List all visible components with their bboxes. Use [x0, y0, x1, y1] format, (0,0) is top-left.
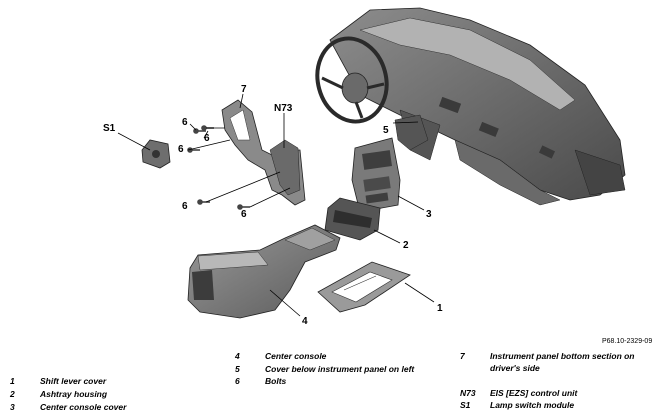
bolt [237, 204, 250, 210]
part-3-center-console-cover [351, 137, 401, 213]
steering-wheel [315, 36, 389, 124]
callouts: S1 7 N73 6 6 6 6 6 5 3 2 4 1 [103, 84, 443, 327]
callout-s1: S1 [103, 123, 116, 134]
callout-2: 2 [403, 240, 409, 251]
callout-3: 3 [426, 209, 432, 220]
part-5-lower-cover [394, 114, 429, 151]
callout-1: 1 [437, 303, 443, 314]
callout-7: 7 [241, 84, 247, 95]
bolt [193, 128, 206, 134]
bolt [187, 147, 200, 153]
callout-6b: 6 [204, 133, 210, 144]
callout-5: 5 [383, 125, 389, 136]
callout-6d: 6 [182, 201, 188, 212]
callout-6c: 6 [178, 144, 184, 155]
part-4-center-console [187, 224, 341, 319]
callout-n73: N73 [274, 103, 293, 114]
callout-6e: 6 [241, 209, 247, 220]
leader-lines [117, 93, 435, 317]
part-s1-lamp-switch [141, 139, 171, 169]
callout-4: 4 [302, 316, 308, 327]
bolt [197, 199, 210, 205]
part-1-shift-lever-cover [317, 261, 411, 313]
callout-6a: 6 [182, 117, 188, 128]
part-7-bottom-section [221, 99, 306, 206]
figure-reference: P68.10-2329-09 [602, 338, 653, 345]
